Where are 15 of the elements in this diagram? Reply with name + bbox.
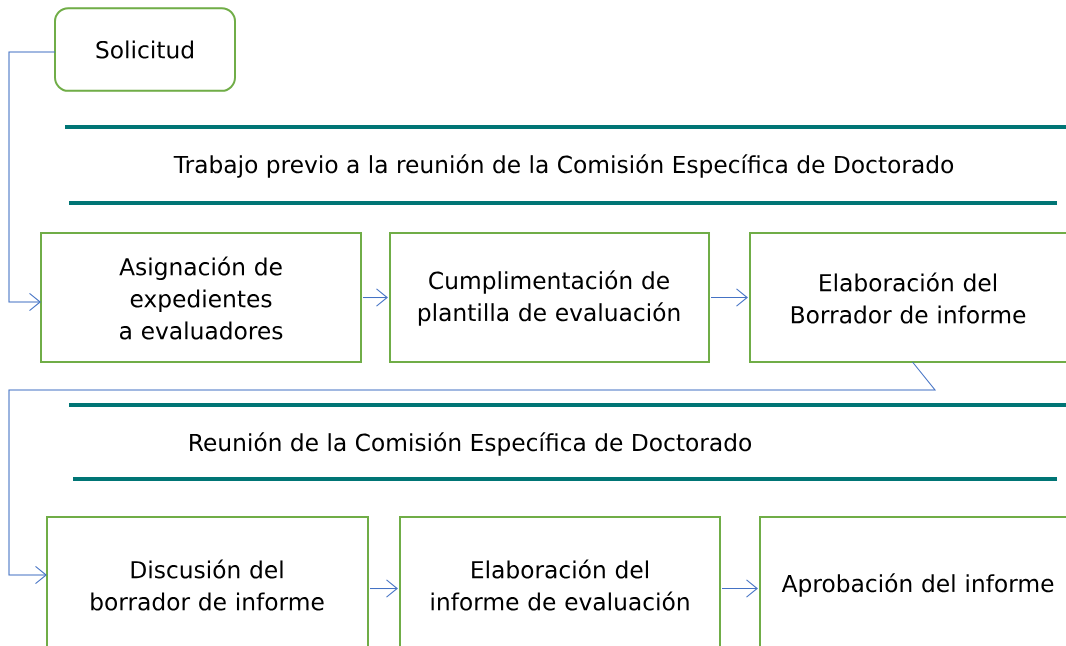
phase-heading: Trabajo previo a la reunión de la Comisión Específica de Doctorado	[65, 125, 1066, 205]
arrow	[362, 288, 388, 307]
arrow	[721, 579, 758, 598]
process-box: Elaboración del Borrador de informe	[749, 232, 1066, 363]
arrow	[369, 579, 398, 598]
arrow	[8, 51, 56, 312]
process-box: Aprobación del informe	[759, 516, 1066, 646]
phase-heading: Reunión de la Comisión Específica de Doctorado	[69, 403, 1066, 481]
process-box: Elaboración del informe de evaluación	[399, 516, 721, 646]
arrow	[710, 288, 748, 307]
process-box: Asignación de expedientes a evaluadores	[40, 232, 362, 363]
process-box: Cumplimentación de plantilla de evaluación	[389, 232, 710, 363]
start-box: Solicitud	[54, 7, 236, 92]
arrow	[8, 361, 937, 585]
process-box: Discusión del borrador de informe	[46, 516, 369, 646]
